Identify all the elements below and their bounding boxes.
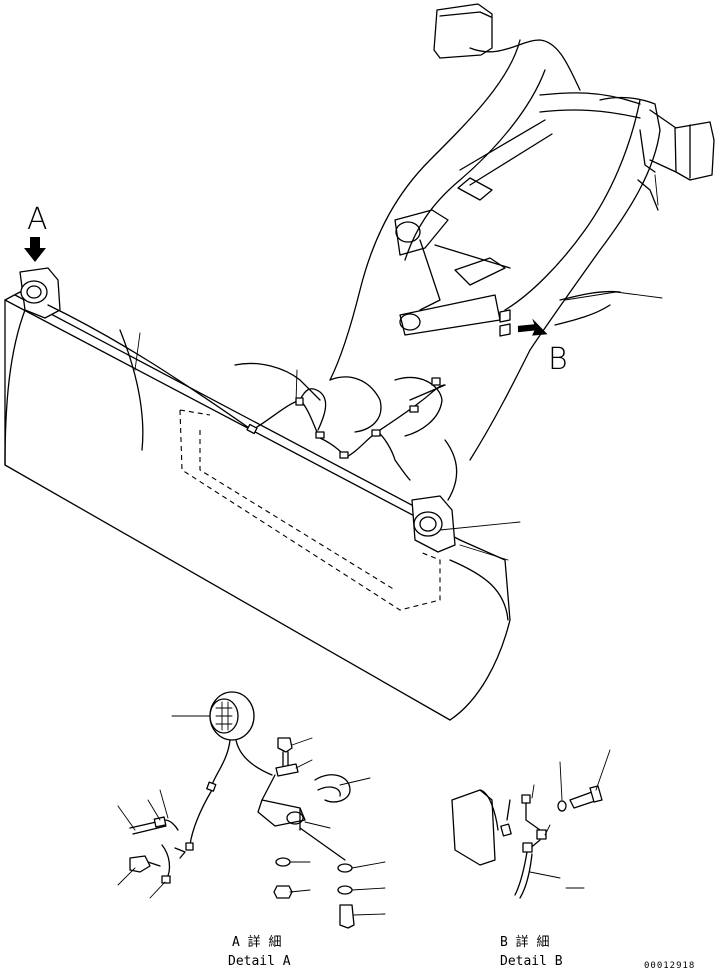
- detail-b-drawing: [451, 749, 611, 899]
- drawing-number: 00012918: [644, 961, 696, 971]
- leader-lines-main: [134, 174, 663, 561]
- view-label-b: B: [548, 342, 568, 377]
- view-arrow-b: [517, 318, 548, 336]
- frame-assembly: [234, 3, 715, 501]
- detail-a-drawing: [117, 691, 386, 929]
- detail-a-title-en: Detail A: [228, 954, 291, 969]
- detail-a-title-jp: A 詳 細: [232, 935, 282, 950]
- blade: [4, 267, 511, 721]
- view-arrow-a: [24, 237, 46, 262]
- view-label-a: A: [27, 202, 48, 237]
- detail-b-title-en: Detail B: [500, 954, 563, 969]
- detail-b-title-jp: B 詳 細: [500, 935, 550, 950]
- wiring-harness: [47, 304, 446, 481]
